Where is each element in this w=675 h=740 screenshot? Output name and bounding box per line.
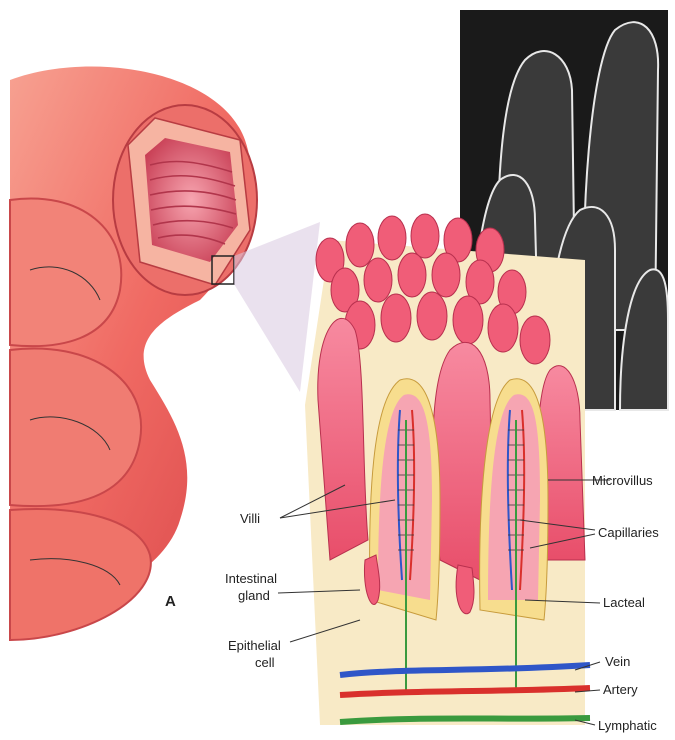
label-intestinal-gland-line2: gland	[238, 588, 270, 603]
villi-cross-section	[305, 214, 590, 725]
label-artery: Artery	[603, 682, 638, 697]
label-microvillus: Microvillus	[592, 473, 653, 488]
label-epithelial-cell-line2: cell	[255, 655, 275, 670]
panel-label: A	[165, 593, 176, 610]
label-villi: Villi	[240, 511, 260, 526]
small-intestine-illustration: A	[10, 67, 257, 641]
label-intestinal-gland-line1: Intestinal	[225, 571, 277, 586]
label-lymphatic: Lymphatic	[598, 718, 657, 733]
label-vein: Vein	[605, 654, 630, 669]
label-epithelial-cell-line1: Epithelial	[228, 638, 281, 653]
label-lacteal: Lacteal	[603, 595, 645, 610]
label-capillaries: Capillaries	[598, 525, 659, 540]
